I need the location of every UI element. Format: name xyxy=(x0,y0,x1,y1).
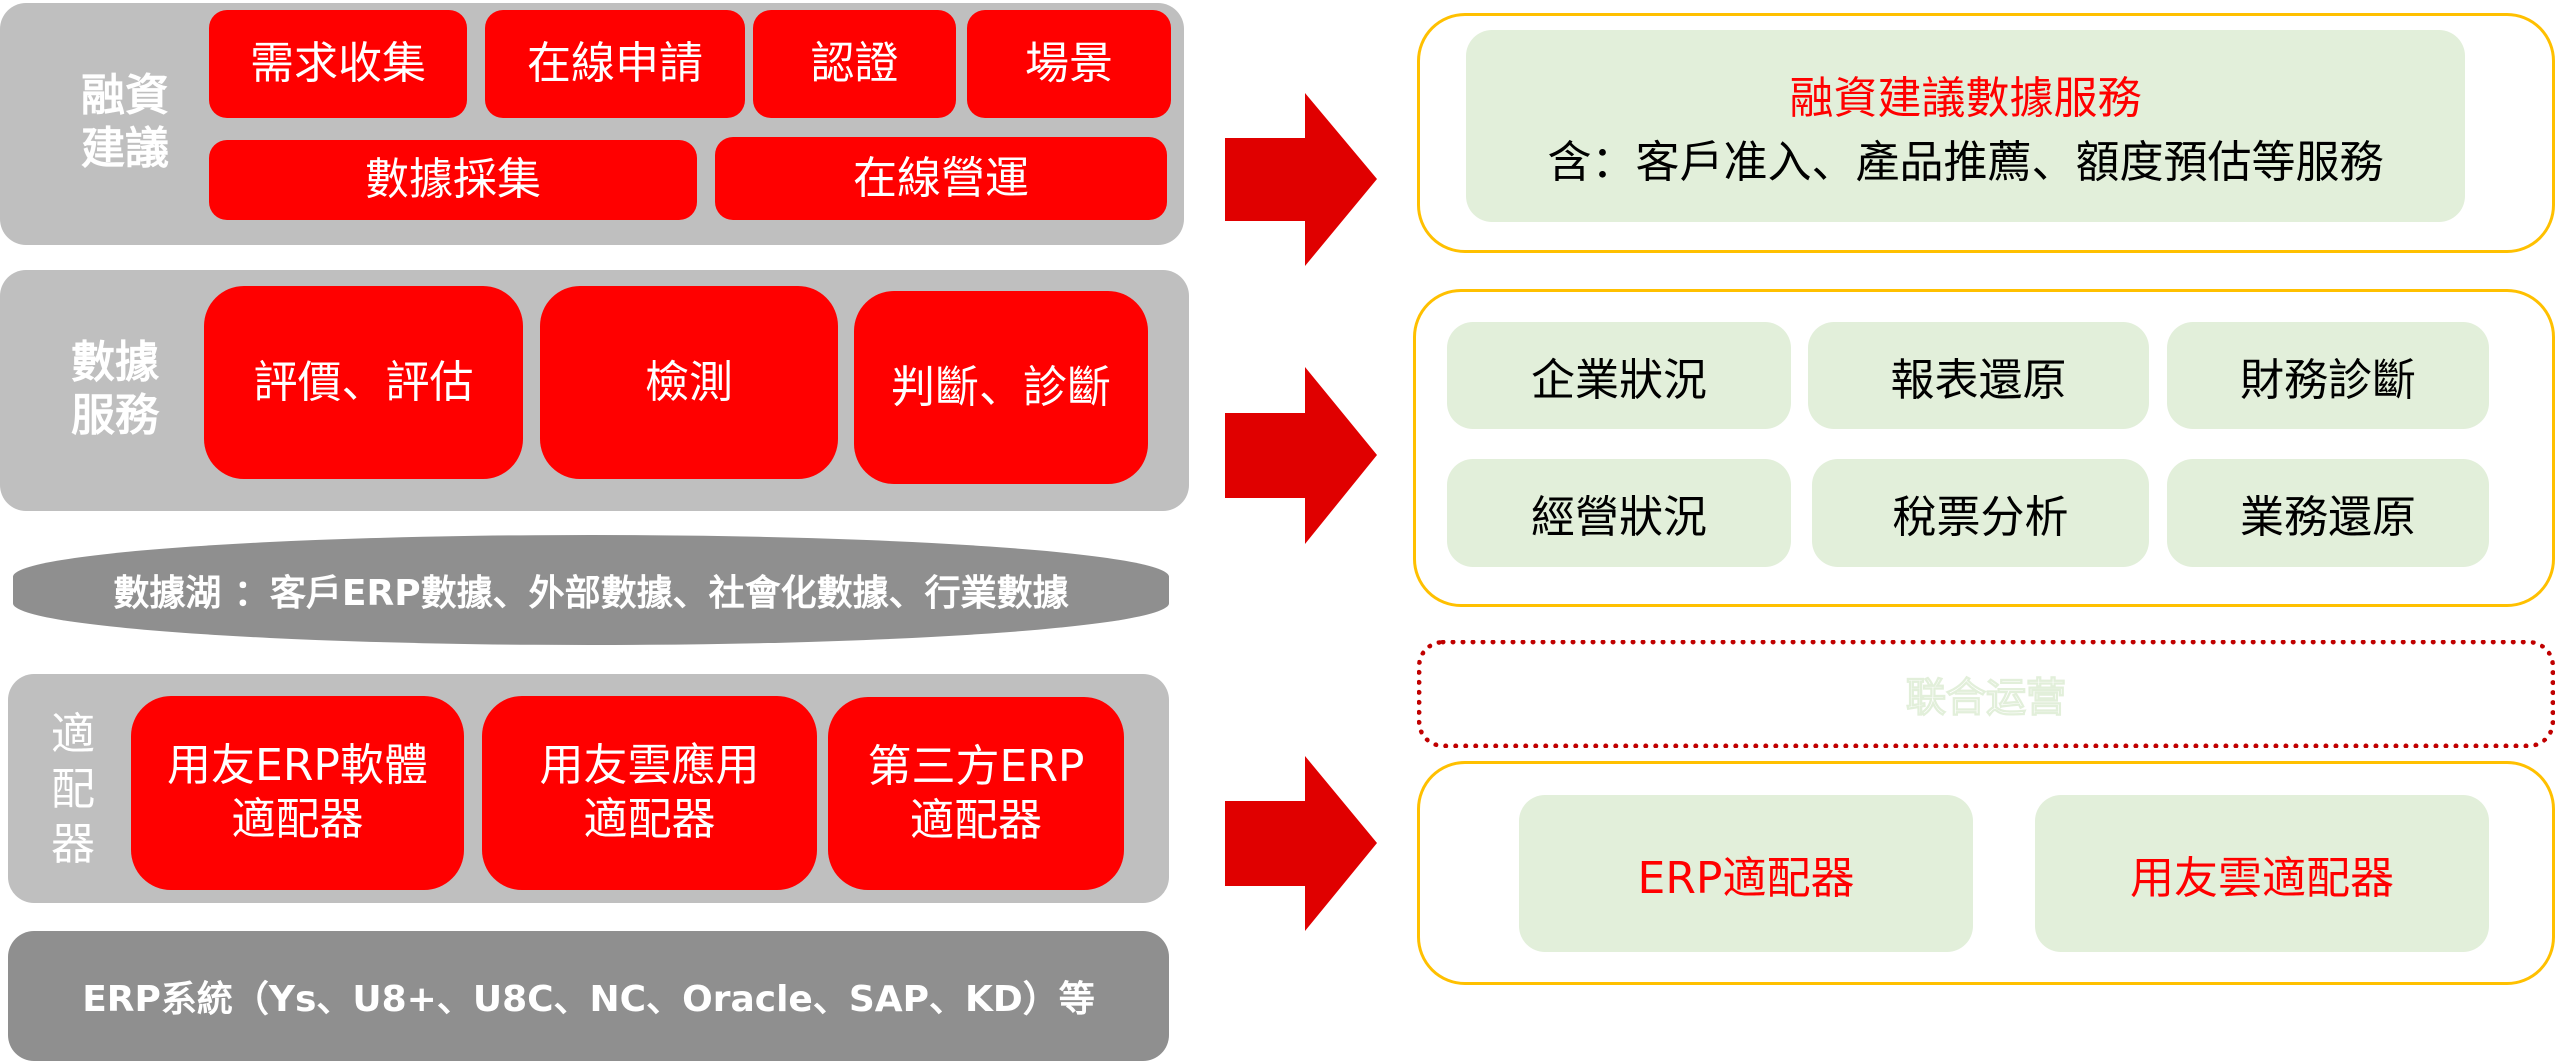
adapters-label: 適配器 xyxy=(51,708,95,870)
erp-adapter-card[interactable]: ERP適配器 xyxy=(1519,795,1973,952)
module-data-collection[interactable]: 數據採集 xyxy=(209,140,697,220)
module-detection[interactable]: 檢測 xyxy=(540,286,838,479)
module-certification[interactable]: 認證 xyxy=(753,10,956,118)
yonyou-cloud-adapter-card[interactable]: 用友雲適配器 xyxy=(2035,795,2489,952)
arrow-right-icon xyxy=(1225,93,1377,266)
module-online-application[interactable]: 在線申請 xyxy=(485,10,745,118)
financing-advice-label: 融資建議 xyxy=(81,70,169,174)
analysis-tax-invoice[interactable]: 稅票分析 xyxy=(1812,459,2149,567)
analysis-financial-diagnosis[interactable]: 財務診斷 xyxy=(2167,322,2489,429)
erp-systems-bar: ERP系統（Ys、U8+、U8C、NC、Oracle、SAP、KD）等 xyxy=(8,931,1169,1061)
analysis-report-restore[interactable]: 報表還原 xyxy=(1808,322,2149,429)
module-third-party-erp-adapter[interactable]: 第三方ERP 適配器 xyxy=(828,697,1124,890)
module-online-operation[interactable]: 在線營運 xyxy=(715,137,1167,220)
module-scenario[interactable]: 場景 xyxy=(967,10,1171,118)
module-yonyou-erp-adapter[interactable]: 用友ERP軟體 適配器 xyxy=(131,696,464,890)
data-service-label: 數據服務 xyxy=(71,337,159,441)
financing-service-subtitle: 含：客戶准入、產品推薦、額度預估等服務 xyxy=(1547,137,2384,188)
arrow-right-icon xyxy=(1225,756,1377,931)
joint-operation-box: 联合运营 xyxy=(1417,640,2555,748)
analysis-operation-status[interactable]: 經營狀況 xyxy=(1447,459,1791,567)
financing-service-card[interactable]: 融資建議數據服務 含：客戶准入、產品推薦、額度預估等服務 xyxy=(1466,30,2465,222)
analysis-business-restore[interactable]: 業務還原 xyxy=(2167,459,2489,567)
data-lake: 數據湖 ：客戶ERP數據、外部數據、社會化數據、行業數據 xyxy=(13,535,1169,645)
module-diagnosis[interactable]: 判斷、診斷 xyxy=(854,291,1148,484)
module-demand-collection[interactable]: 需求收集 xyxy=(209,10,467,118)
module-yonyou-cloud-adapter[interactable]: 用友雲應用 適配器 xyxy=(482,696,817,890)
analysis-enterprise-status[interactable]: 企業狀況 xyxy=(1447,322,1791,429)
arrow-right-icon xyxy=(1225,367,1377,544)
financing-service-title: 融資建議數據服務 xyxy=(1789,73,2142,124)
module-evaluation[interactable]: 評價、評估 xyxy=(204,286,523,479)
